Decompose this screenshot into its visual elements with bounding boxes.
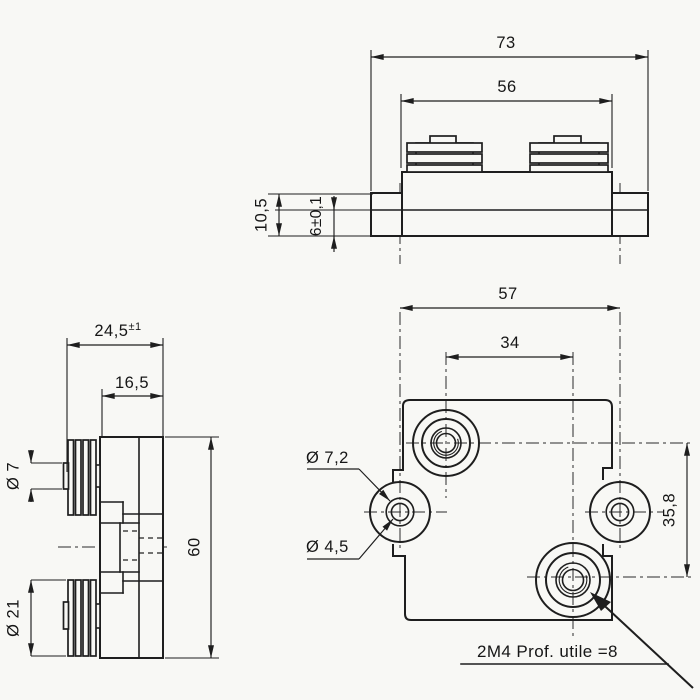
dimension-60: 60	[165, 436, 219, 659]
front-tab-right	[611, 192, 649, 237]
thread-note: 2M4 Prof. utile =8	[460, 592, 694, 689]
dimension-57: 57	[400, 285, 620, 311]
dim-56-label: 56	[497, 78, 516, 96]
front-terminal-left	[406, 135, 483, 173]
dim-6-label: 6±0,1	[308, 196, 325, 236]
plan-view: 57 34 35,8 Ø 7,2 Ø 4,5 2M4 Prof. utile =…	[306, 285, 694, 689]
plan-terminal-bottom-right	[535, 542, 611, 618]
plan-lug-left	[369, 481, 431, 543]
side-terminal-bottom	[62, 579, 101, 657]
side-middle-block	[99, 501, 164, 594]
label-dia-7-2: Ø 7,2	[306, 449, 391, 502]
dim-10-5-label: 10,5	[252, 198, 270, 232]
side-hidden-lines	[123, 530, 163, 561]
dim-35-8-label: 35,8	[660, 493, 678, 527]
dimension-73: 73	[370, 34, 649, 191]
dim-dia-21-label: Ø 21	[4, 599, 22, 637]
front-view: 73 56 10,5 6±0,1	[252, 34, 649, 264]
side-terminal-top	[62, 439, 101, 516]
thread-note-arrowhead	[590, 592, 611, 611]
dimension-35-8: 35,8	[660, 443, 690, 577]
dimension-34: 34	[446, 334, 573, 360]
dia-7-2-label: Ø 7,2	[306, 449, 349, 467]
plan-lug-right	[589, 481, 651, 543]
dimension-24-5: 24,5±1	[66, 321, 164, 472]
front-terminal-right	[529, 135, 609, 173]
dim-dia-7-label: Ø 7	[4, 462, 22, 490]
dim-34-label: 34	[500, 334, 519, 352]
dim-24-5-label: 24,5±1	[94, 321, 141, 340]
dia-4-5-label: Ø 4,5	[306, 538, 349, 556]
front-tab-left	[370, 192, 403, 237]
dim-57-label: 57	[498, 285, 517, 303]
side-body	[99, 436, 164, 659]
dim-60-label: 60	[185, 537, 203, 556]
dimension-dia-7: Ø 7	[4, 450, 62, 502]
plan-terminal-top-left	[412, 409, 480, 477]
side-view: 24,5±1 16,5 60 Ø 7 Ø 21	[4, 321, 219, 659]
thread-note-label: 2M4 Prof. utile =8	[477, 642, 618, 661]
dimension-16-5: 16,5	[101, 374, 163, 437]
dim-16-5-label: 16,5	[115, 374, 149, 392]
dimension-6: 6±0,1	[275, 196, 371, 252]
label-dia-4-5: Ø 4,5	[306, 518, 394, 560]
front-body	[401, 171, 613, 237]
dimension-10-5: 10,5	[252, 193, 373, 237]
dim-73-label: 73	[496, 34, 515, 52]
dimension-dia-21: Ø 21	[4, 579, 66, 657]
plan-body-outline	[392, 399, 613, 621]
dimension-56: 56	[400, 78, 613, 168]
